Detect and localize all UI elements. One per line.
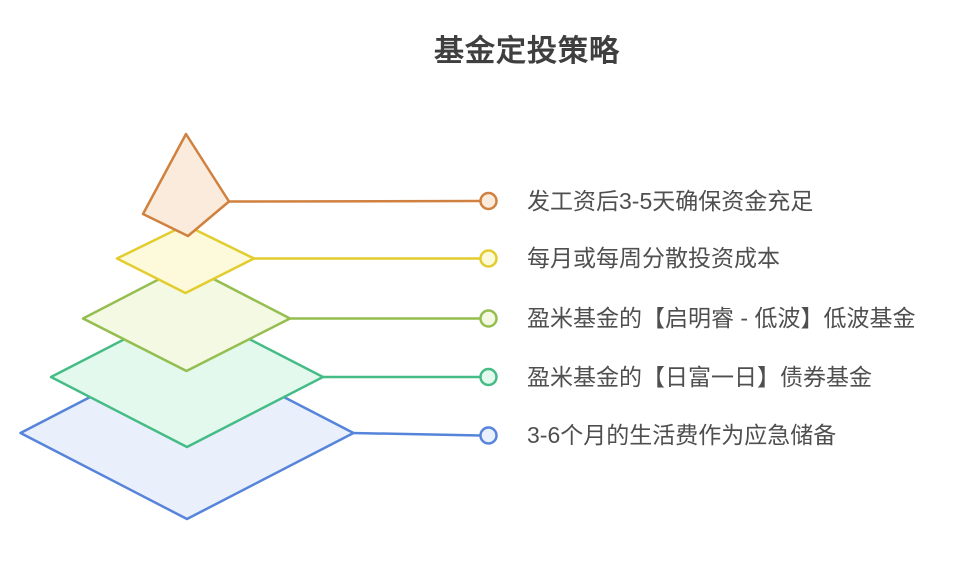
connector-lines (227, 199, 482, 437)
pyramid-layer-1-apex (141, 132, 231, 238)
node-circle-level-4 (479, 367, 498, 387)
level-label-2: 每月或每周分散投资成本 (527, 245, 780, 271)
node-circle-level-2 (479, 249, 498, 268)
node-circle-level-3 (479, 309, 498, 328)
level-label-3: 盈米基金的【启明睿 - 低波】低波基金 (527, 305, 916, 331)
level-label-5: 3-6个月的生活费作为应急储备 (527, 422, 837, 448)
pyramid-layers (19, 132, 355, 521)
connector-line-level-1 (227, 199, 482, 203)
pyramid-layer-3 (81, 263, 292, 373)
connector-line-level-5 (351, 431, 482, 437)
node-circle-level-5 (479, 426, 498, 445)
page-title: 基金定投策略 (434, 35, 620, 68)
node-circle-level-1 (479, 191, 498, 211)
level-label-4: 盈米基金的【日富一日】债券基金 (527, 364, 872, 390)
pyramid-layer-2 (115, 223, 256, 295)
pyramid-layer-4 (49, 305, 325, 449)
level-label-1: 发工资后3-5天确保资金充足 (527, 188, 814, 214)
connector-nodes (479, 191, 498, 445)
